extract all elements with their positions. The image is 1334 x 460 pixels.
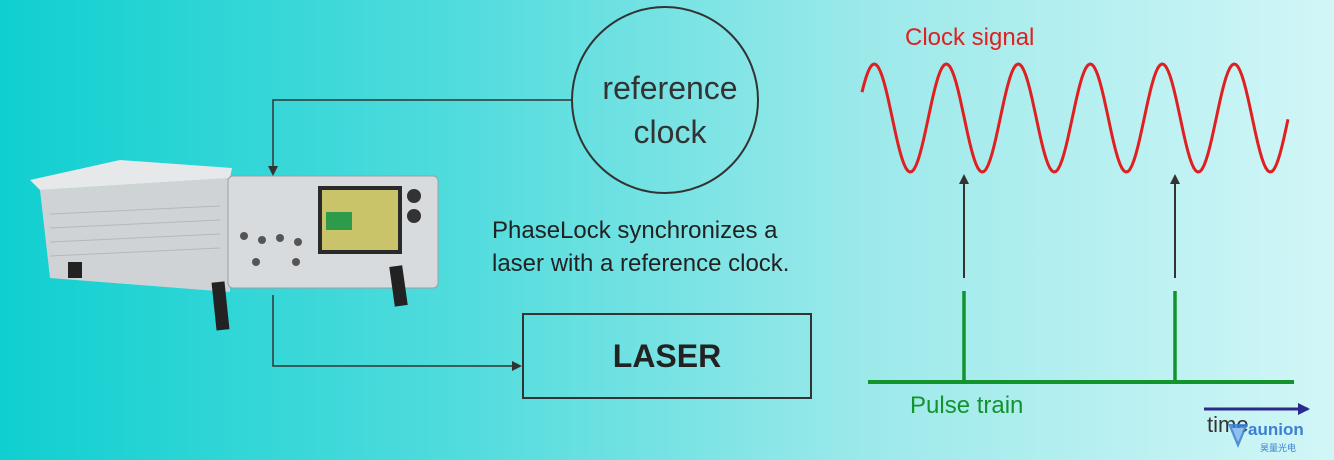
device-vent-lines [49,205,221,257]
phaselock-device-image [30,160,439,331]
reference-clock-label: reference clock [570,66,770,154]
device-connectors [240,232,302,266]
laser-label: LASER [612,337,722,374]
laser-box: LASER [522,313,812,399]
device-side-panel [40,178,230,292]
device-knob-bottom [407,209,421,223]
brand-name: aunion [1248,420,1304,439]
caption-line2: laser with a reference clock. [492,250,790,277]
reference-clock-line1: reference [602,70,738,106]
caption: PhaseLock synchronizes a laser with a re… [492,214,872,280]
reference-clock-line2: clock [633,114,707,150]
brand-subtitle: 昊量光电 [1260,443,1297,453]
clock-signal-label: Clock signal [905,24,1035,51]
device-feet [68,262,408,331]
clock-to-device-arrow [268,99,572,176]
device-screen-widget [326,212,352,230]
device-top-panel [30,160,232,190]
device-to-laser-arrow [272,295,522,371]
device-knob-top [407,189,421,203]
brand-logo: aunion 昊量光电 [1226,420,1330,456]
caption-line1: PhaseLock synchronizes a [492,217,778,244]
pulse-train-label: Pulse train [910,392,1024,419]
brand-mark-icon [1228,424,1248,448]
clock-signal-wave [860,62,1290,174]
